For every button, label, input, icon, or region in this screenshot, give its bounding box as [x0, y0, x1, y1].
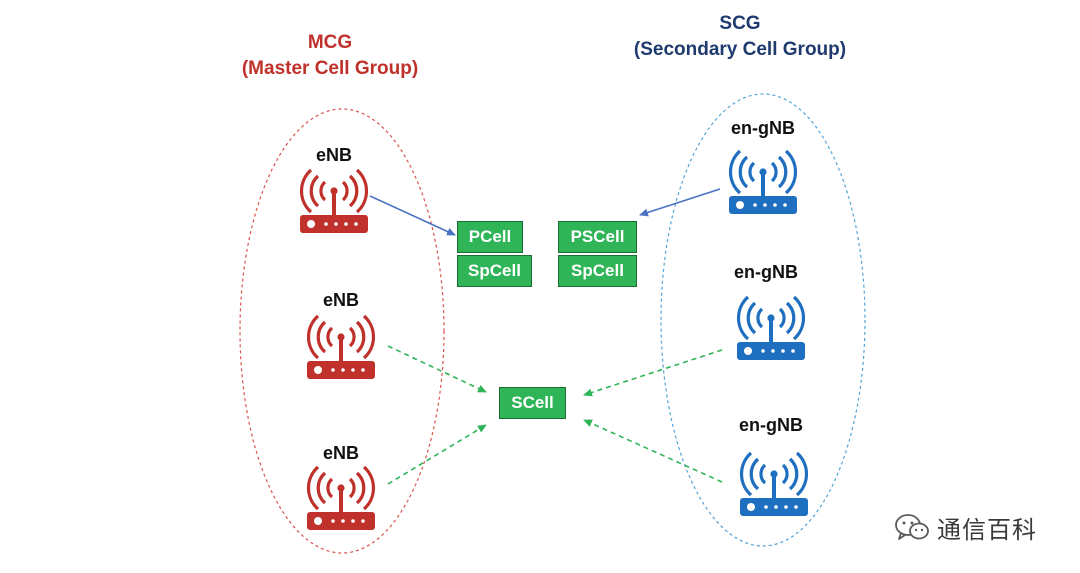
arrow-enb2-to-scell [387, 345, 487, 393]
gnb-2-tower-icon [735, 295, 807, 362]
gnb-1-label: en-gNB [731, 118, 795, 138]
watermark-text: 通信百科 [937, 515, 1037, 544]
enb-2-label: eNB [322, 290, 359, 310]
arrow-gnb2-to-scell [583, 349, 723, 397]
scg-title-block: SCG (Secondary Cell Group) [600, 11, 880, 63]
mcg-group-ellipse [239, 108, 445, 554]
pcell-box: PCell [457, 221, 523, 253]
enb-1-label: eNB [315, 145, 352, 165]
spcell-mcg-box: SpCell [457, 255, 532, 287]
arrow-gnb3-to-scell [583, 419, 723, 483]
watermark: 通信百科 [893, 510, 1037, 544]
arrow-enb3-to-scell [387, 424, 487, 485]
arrow-enb-to-pcell [369, 195, 456, 236]
scg-subtitle: (Secondary Cell Group) [633, 39, 847, 60]
wechat-icon [895, 514, 929, 540]
gnb-1-tower-icon [727, 149, 799, 216]
enb-2-tower-icon [305, 314, 377, 381]
gnb-2-label: en-gNB [734, 262, 798, 282]
gnb-3-label: en-gNB [739, 415, 803, 435]
mcg-subtitle: (Master Cell Group) [241, 58, 419, 79]
enb-1-tower-icon [298, 168, 370, 235]
enb-3-label: eNB [322, 443, 359, 463]
pscell-box: PSCell [558, 221, 637, 253]
spcell-scg-box: SpCell [558, 255, 637, 287]
scell-box: SCell [499, 387, 566, 419]
scg-title: SCG [719, 13, 761, 34]
scg-group-ellipse [660, 93, 866, 547]
enb-3-tower-icon [305, 465, 377, 532]
mcg-title: MCG [307, 32, 353, 53]
mcg-title-block: MCG (Master Cell Group) [215, 30, 445, 82]
arrow-gnb-to-pscell [639, 188, 721, 217]
gnb-3-tower-icon [738, 451, 810, 518]
